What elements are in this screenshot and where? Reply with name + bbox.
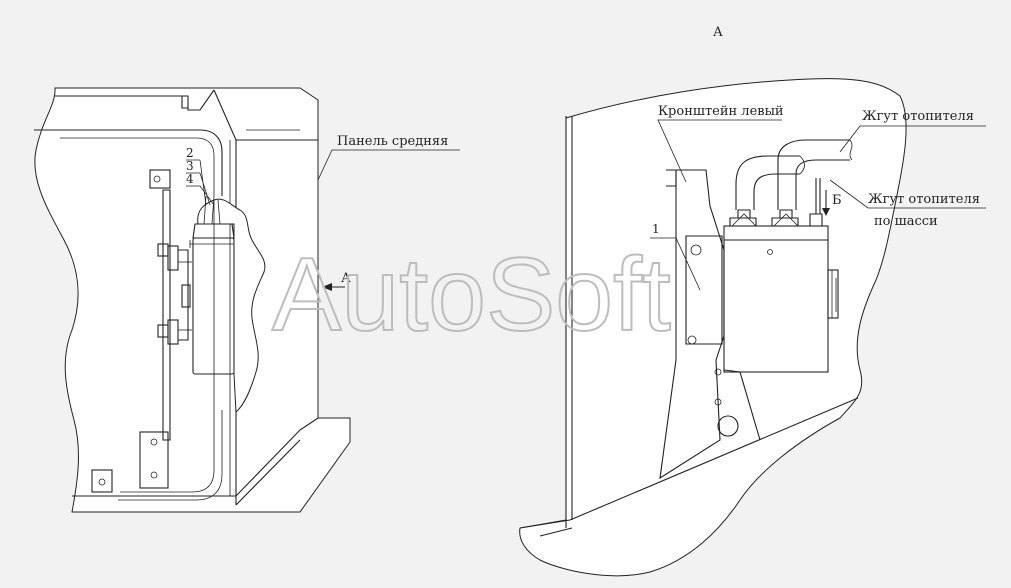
- bolt-upper: [157, 243, 192, 271]
- callout-1: 1: [652, 222, 660, 236]
- callout-4: 4: [186, 172, 194, 186]
- label-heater-harness: Жгут отопителя: [862, 109, 974, 124]
- callout-2: 2: [186, 146, 194, 160]
- label-section-b: Б: [832, 193, 842, 208]
- label-heater-harness-chassis-line1: Жгут отопителя: [868, 192, 980, 207]
- left-sheet: [34, 87, 351, 513]
- label-heater-harness-chassis-line2: по шасси: [874, 214, 938, 229]
- bolt-lower: [157, 319, 192, 345]
- label-panel-middle: Панель средняя: [337, 134, 448, 149]
- view-title-a: А: [713, 25, 723, 40]
- right-view: [519, 78, 986, 577]
- left-view: [34, 87, 460, 513]
- right-sheet: [519, 78, 907, 577]
- label-view-arrow: А: [341, 271, 351, 286]
- bracket-left-shape: [659, 169, 725, 480]
- label-bracket-left: Кронштейн левый: [658, 104, 784, 119]
- callout-3: 3: [186, 159, 194, 173]
- watermark: AutoSoft: [272, 237, 671, 353]
